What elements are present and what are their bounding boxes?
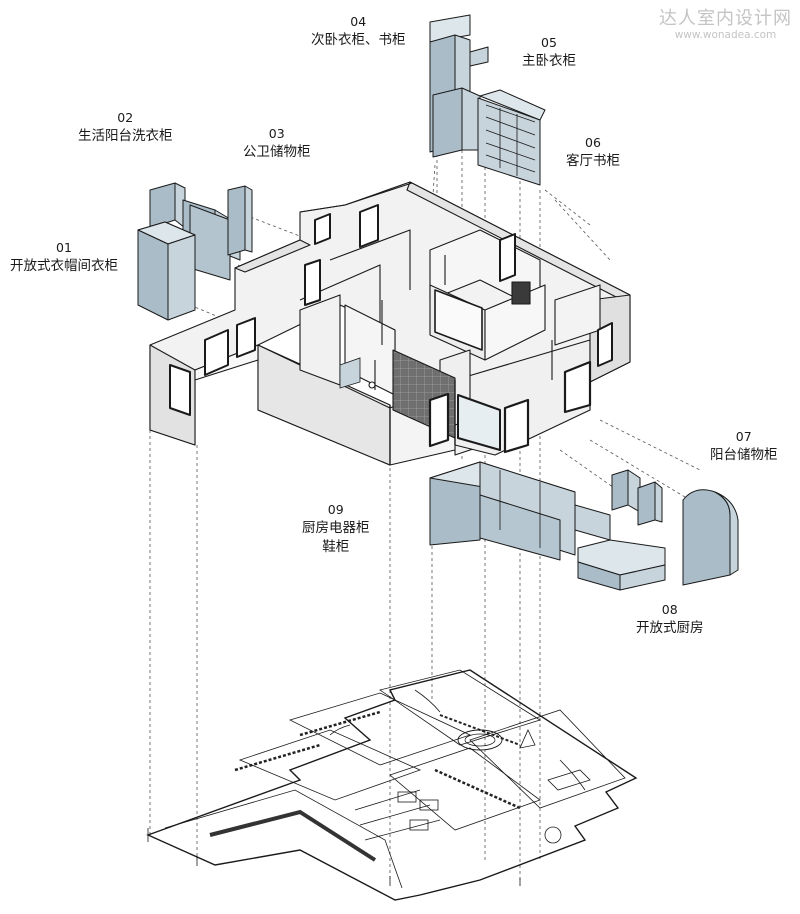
label-07-number: 07 (735, 429, 752, 444)
label-04-number: 04 (350, 14, 367, 29)
label-05-text: 主卧衣柜 (522, 53, 576, 69)
cabinet-09-group (429, 461, 576, 561)
label-01-text: 开放式衣帽间衣柜 (10, 258, 118, 274)
cabinet-03-hint (339, 357, 361, 389)
watermark: 达人室内设计网 www.wonadea.com (659, 4, 792, 41)
cabinet-08-group (574, 504, 666, 591)
floor-plan (146, 669, 638, 901)
label-06-text: 客厅书柜 (566, 153, 620, 169)
cabinet-01-02-group (137, 182, 253, 321)
label-06-number: 06 (585, 135, 601, 150)
label-09-text-2: 鞋柜 (322, 539, 350, 555)
label-02-text: 生活阳台洗衣柜 (78, 128, 173, 144)
label-04: 04 次卧衣柜、书柜 (311, 12, 406, 50)
label-07: 07 阳台储物柜 (710, 427, 778, 465)
watermark-url: www.wonadea.com (674, 29, 777, 41)
label-04-text: 次卧衣柜、书柜 (311, 32, 406, 48)
label-01: 01 开放式衣帽间衣柜 (10, 238, 118, 276)
label-08-text: 开放式厨房 (636, 620, 704, 636)
label-02-number: 02 (117, 110, 134, 125)
label-05: 05 主卧衣柜 (522, 33, 576, 71)
label-09-text: 厨房电器柜 (302, 520, 370, 536)
label-03-text: 公卫储物柜 (243, 144, 311, 160)
cabinet-04-05-group (429, 14, 546, 186)
label-09: 09 厨房电器柜 鞋柜 (302, 500, 370, 557)
cabinet-07-group (611, 469, 739, 586)
watermark-title: 达人室内设计网 (659, 8, 792, 29)
label-03-number: 03 (268, 126, 285, 141)
label-02: 02 生活阳台洗衣柜 (78, 108, 173, 146)
label-05-number: 05 (541, 35, 557, 50)
label-01-number: 01 (56, 240, 72, 255)
label-08-number: 08 (661, 602, 678, 617)
label-06: 06 客厅书柜 (566, 133, 620, 171)
label-07-text: 阳台储物柜 (710, 447, 778, 463)
label-08: 08 开放式厨房 (636, 600, 704, 638)
label-03: 03 公卫储物柜 (243, 124, 311, 162)
label-09-number: 09 (327, 502, 344, 517)
